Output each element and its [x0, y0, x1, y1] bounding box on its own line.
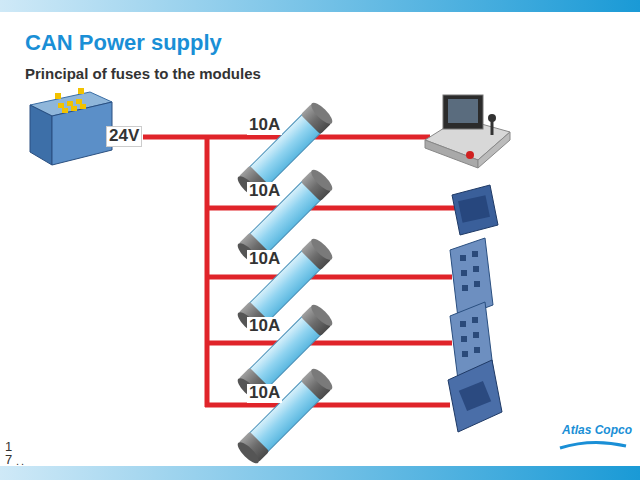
- voltage-label: 24V: [106, 126, 142, 147]
- company-logo: Atlas Copco: [562, 424, 632, 437]
- slide-number: 17: [5, 440, 12, 466]
- slide-number-dots: ..: [16, 455, 26, 467]
- fuse-rating: 10A: [247, 250, 282, 269]
- fuse-rating: 10A: [247, 182, 282, 201]
- fuse-rating: 10A: [247, 317, 282, 336]
- fuse-rating: 10A: [247, 384, 282, 403]
- fuse-rating: 10A: [247, 116, 282, 135]
- slide-title: CAN Power supply: [25, 31, 222, 55]
- subtitle: Principal of fuses to the modules: [25, 66, 261, 83]
